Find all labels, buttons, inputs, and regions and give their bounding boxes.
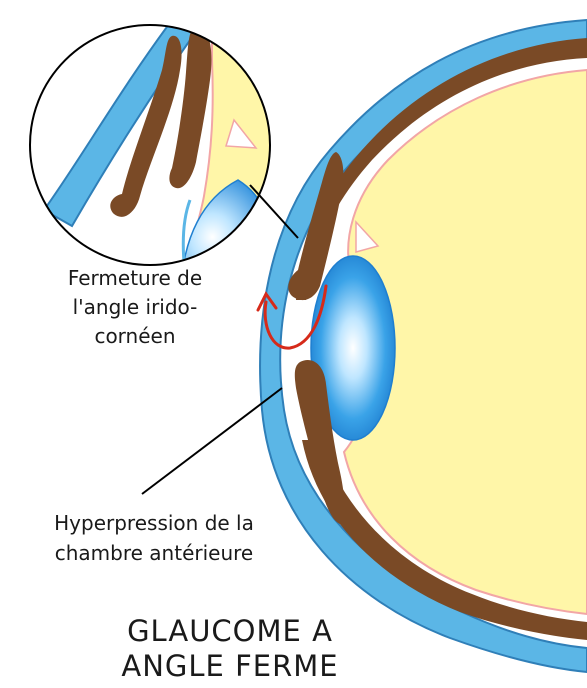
pressure-label: Hyperpression de la chambre antérieure — [4, 508, 304, 568]
pressure-line: Hyperpression de la — [4, 508, 304, 538]
magnified-angle-view — [30, 20, 279, 275]
angle-closure-line: cornéen — [10, 322, 260, 351]
angle-closure-line: Fermeture de — [10, 264, 260, 293]
pressure-line: chambre antérieure — [4, 538, 304, 568]
title-line: ANGLE FERME — [80, 649, 380, 684]
leader-line-pressure — [142, 388, 282, 494]
angle-closure-line: l'angle irido- — [10, 293, 260, 322]
title-line: GLAUCOME A — [80, 614, 380, 649]
angle-closure-label: Fermeture de l'angle irido- cornéen — [10, 264, 260, 351]
diagram-title: GLAUCOME A ANGLE FERME — [80, 614, 380, 684]
